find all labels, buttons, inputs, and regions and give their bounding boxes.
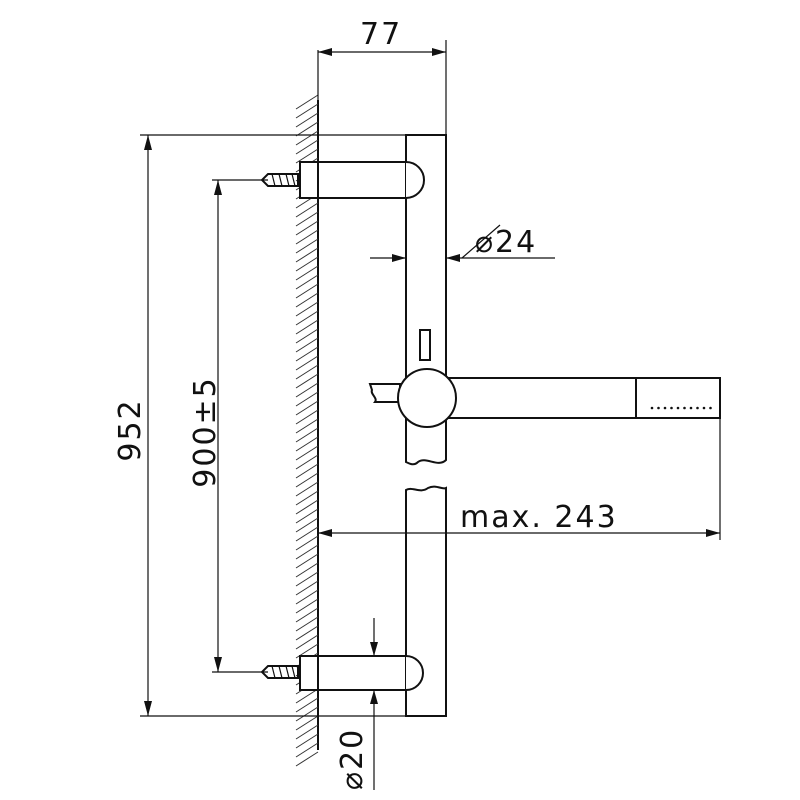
hatch-line (295, 328, 319, 344)
hatch-line (295, 229, 319, 245)
hatch-line (295, 256, 319, 272)
hatch-line (295, 382, 319, 398)
hatch-line (295, 274, 319, 290)
hatch-line (295, 265, 319, 281)
nozzle-dot (709, 406, 712, 410)
hatch-line (295, 130, 319, 146)
hatch-line (295, 544, 319, 560)
hatch-line (295, 112, 319, 128)
hatch-line (295, 508, 319, 524)
top-screw (260, 173, 299, 187)
hatch-line (295, 139, 319, 155)
hatch-line (295, 454, 319, 470)
nozzle-dot (676, 406, 680, 410)
hatch-line (295, 562, 319, 578)
hatch-line (295, 103, 319, 119)
hatch-line (295, 427, 319, 443)
hatch-line (295, 706, 319, 722)
bar-diameter-label: ⌀24 (475, 225, 537, 260)
hatch-line (295, 499, 319, 515)
dim-max-reach: max. 243 (318, 418, 721, 540)
hatch-line (295, 580, 319, 596)
hatch-line (295, 346, 319, 362)
hatch-line (295, 94, 319, 110)
hatch-line (295, 373, 319, 389)
nozzle-dot (683, 406, 686, 410)
max-reach-label: max. 243 (460, 500, 618, 535)
hatch-line (295, 121, 319, 137)
hatch-line (295, 310, 319, 326)
hatch-line (295, 463, 319, 479)
dim-bar-diameter: ⌀24 (370, 224, 555, 262)
hatch-line (295, 517, 319, 533)
hatch-line (295, 481, 319, 497)
hatch-line (295, 724, 319, 740)
hatch-line (295, 742, 319, 758)
hatch-line (295, 598, 319, 614)
hatch-line (295, 418, 319, 434)
hatch-line (295, 247, 319, 263)
hatch-line (295, 697, 319, 713)
hatch-line (295, 364, 319, 380)
hatch-line (295, 634, 319, 650)
hatch-line (295, 148, 319, 164)
nozzle-dot (702, 406, 706, 410)
hatch-line (295, 238, 319, 254)
hatch-line (295, 607, 319, 623)
dim-depth: 77 (317, 17, 447, 135)
slider-assembly (368, 329, 721, 428)
nozzle-dot (657, 406, 660, 410)
hatch-line (295, 400, 319, 416)
nozzle-dot (650, 406, 654, 410)
hatch-line (295, 301, 319, 317)
hatch-line (295, 616, 319, 632)
hatch-line (295, 211, 319, 227)
hatch-line (295, 337, 319, 353)
hatch-line (295, 526, 319, 542)
hatch-line (295, 436, 319, 452)
hatch-line (295, 355, 319, 371)
hatch-line (295, 202, 319, 218)
hatch-line (295, 319, 319, 335)
dim-mount-spacing: 900±5 (188, 179, 268, 673)
hatch-line (295, 589, 319, 605)
shower-head-nozzles (650, 406, 712, 410)
hatch-line (295, 409, 319, 425)
bottom-screw (260, 665, 299, 679)
hatch-line (295, 391, 319, 407)
hatch-line (295, 535, 319, 551)
bracket-diameter-label: ⌀20 (335, 728, 370, 790)
nozzle-dot (696, 406, 699, 410)
hatch-line (295, 688, 319, 704)
nozzle-dot (689, 406, 693, 410)
hatch-line (295, 715, 319, 731)
hatch-line (295, 553, 319, 569)
hatch-line (295, 733, 319, 749)
dim-bracket-diameter: ⌀20 (335, 618, 378, 790)
hatch-line (295, 445, 319, 461)
hatch-line (295, 751, 319, 767)
hatch-line (295, 490, 319, 506)
hatch-line (295, 283, 319, 299)
hatch-line (295, 220, 319, 236)
nozzle-dot (670, 406, 673, 410)
bottom-bracket (299, 655, 424, 691)
mount-spacing-label: 900±5 (188, 376, 223, 487)
nozzle-dot (663, 406, 667, 410)
overall-height-label: 952 (113, 398, 148, 461)
hatch-line (295, 571, 319, 587)
depth-label: 77 (360, 17, 402, 52)
hatch-line (295, 292, 319, 308)
hatch-line (295, 472, 319, 488)
dim-overall-height: 952 (113, 134, 410, 717)
hatch-line (295, 625, 319, 641)
